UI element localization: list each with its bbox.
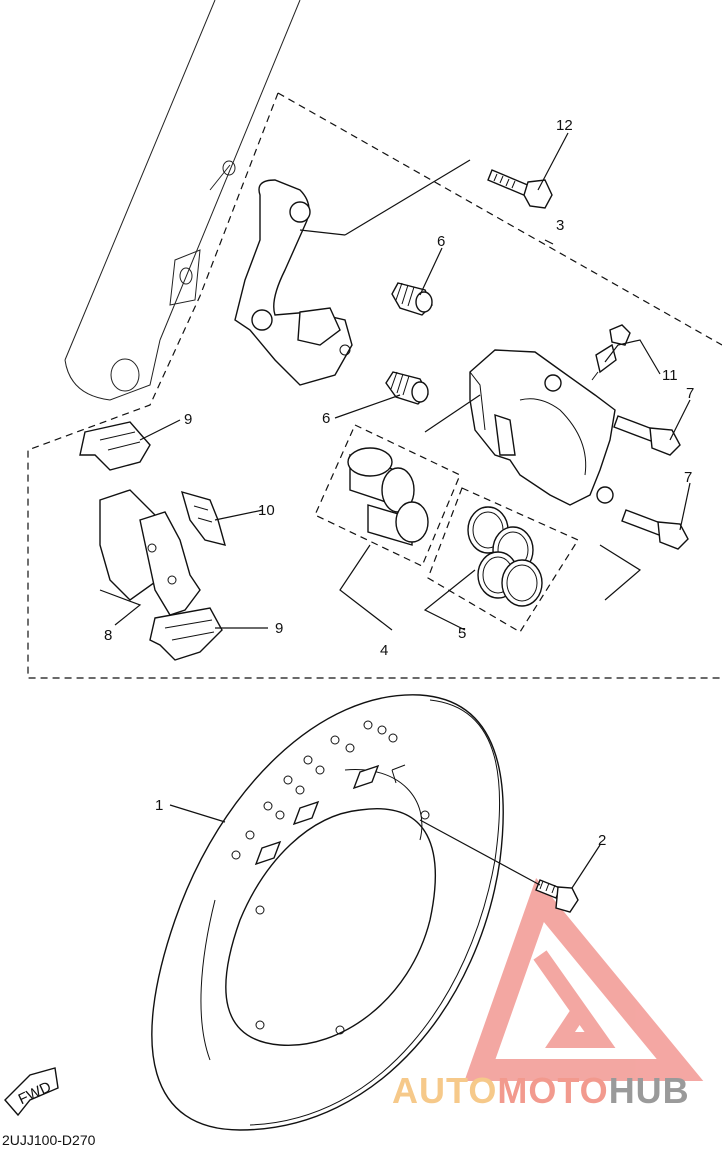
- bolt-12: [487, 169, 553, 209]
- piston-set: [314, 424, 461, 567]
- leader-lines: [99, 132, 691, 889]
- callout-8: 8: [104, 627, 112, 644]
- caliper-bracket: [234, 179, 353, 386]
- callout-5: 5: [458, 625, 466, 642]
- disc-bolt: [535, 879, 579, 913]
- bleed-screw: [591, 324, 631, 381]
- callout-7-upper: 7: [686, 385, 694, 402]
- dust-boot-upper: [391, 282, 433, 316]
- callout-4: 4: [380, 642, 388, 659]
- watermark-part-hub: HUB: [608, 1070, 690, 1111]
- callout-1: 1: [155, 797, 163, 814]
- brake-disc: [151, 694, 504, 1131]
- watermark-text: AUTOMOTOHUB: [392, 1070, 690, 1112]
- pad-clip-upper: [79, 421, 151, 471]
- seal-kit: [427, 487, 579, 633]
- pad-clip-lower: [149, 607, 223, 661]
- callout-12: 12: [556, 117, 573, 134]
- brake-pads: [99, 489, 201, 616]
- watermark-part-auto: AUTO: [392, 1070, 498, 1111]
- watermark-logo: [464, 877, 704, 1081]
- callout-6-lower: 6: [322, 410, 330, 427]
- front-fork: [64, 0, 301, 401]
- pin-upper: [613, 415, 681, 456]
- fwd-arrow-icon: [4, 1067, 59, 1117]
- callout-2: 2: [598, 832, 606, 849]
- callout-11: 11: [662, 367, 678, 384]
- callout-9-lower: 9: [275, 620, 283, 637]
- caliper-body: [469, 349, 616, 506]
- diagram-code: 2UJJ100-D270: [2, 1132, 96, 1148]
- callout-7-lower: 7: [684, 469, 692, 486]
- callout-3: 3: [556, 217, 564, 234]
- pin-lower: [621, 509, 689, 550]
- watermark-part-moto: MOTO: [497, 1070, 609, 1111]
- shim: [180, 490, 226, 546]
- assembly-boundary: [27, 92, 722, 679]
- callout-9-upper: 9: [184, 411, 192, 428]
- callout-6-upper: 6: [437, 233, 445, 250]
- callout-10: 10: [258, 502, 275, 519]
- dust-boot-lower: [385, 371, 429, 405]
